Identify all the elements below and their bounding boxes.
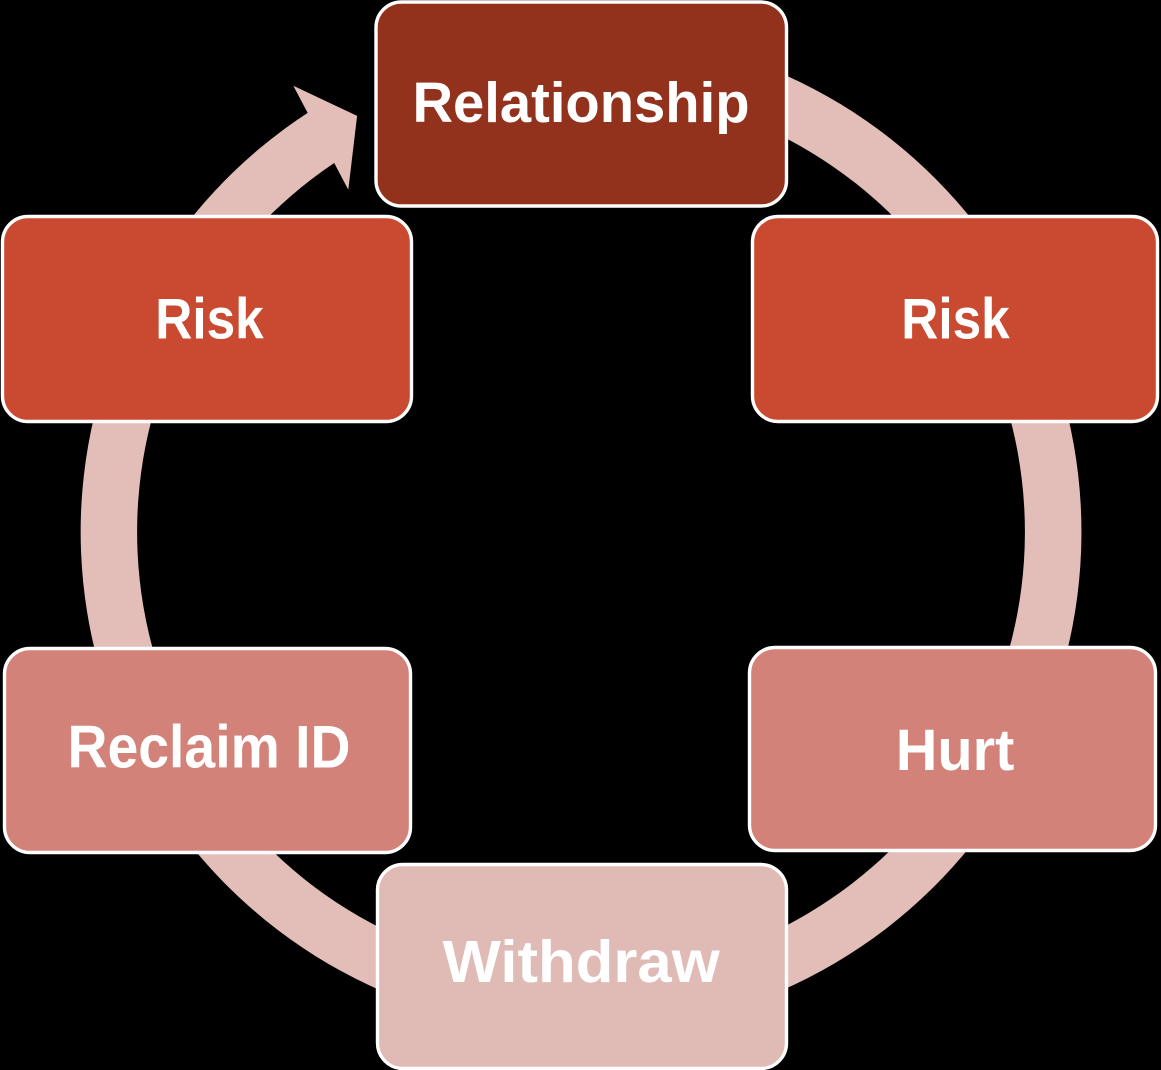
- svg-text:Withdraw: Withdraw: [443, 928, 721, 995]
- svg-text:Reclaim ID: Reclaim ID: [68, 714, 351, 781]
- svg-text:Relationship: Relationship: [413, 71, 750, 135]
- svg-text:Hurt: Hurt: [896, 718, 1015, 783]
- svg-text:Risk: Risk: [901, 288, 1010, 352]
- svg-text:Risk: Risk: [155, 288, 264, 352]
